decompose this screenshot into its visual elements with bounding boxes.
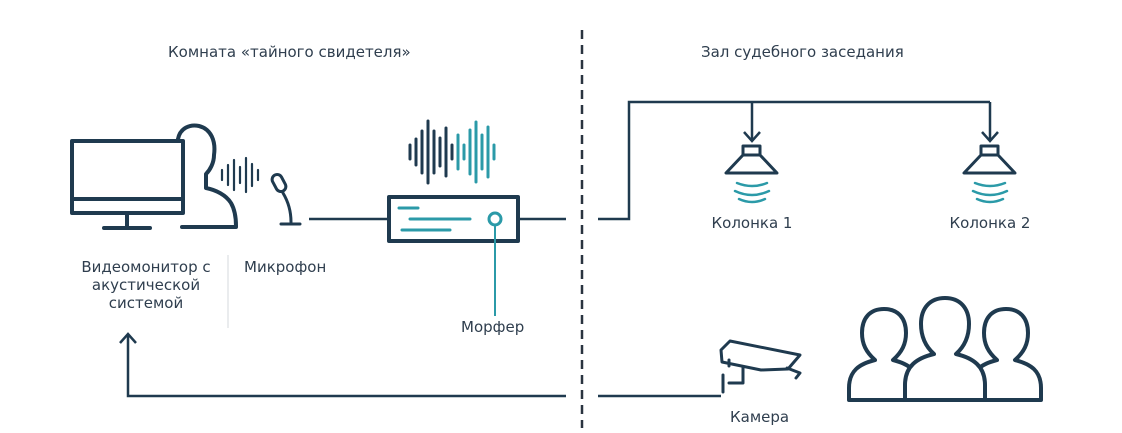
- person-silhouette-icon: [176, 123, 238, 229]
- security-camera-icon: [719, 339, 802, 394]
- microphone-label: Микрофон: [244, 258, 327, 276]
- speaker-1-icon: [724, 144, 779, 204]
- speaker-distribution-lines: [598, 100, 999, 221]
- speaker-2-label: Колонка 2: [949, 214, 1031, 232]
- waveform-icon: [408, 119, 496, 185]
- camera-label: Камера: [730, 408, 790, 426]
- speaker-1-label: Колонка 1: [711, 214, 793, 232]
- left-section-title: Комната «тайного свидетеля»: [168, 43, 411, 61]
- speaker-2-icon: [962, 144, 1017, 204]
- microphone-icon: [270, 172, 302, 226]
- camera-to-monitor-line: [119, 332, 721, 398]
- monitor-label: Видеомонитор с акустической системой: [81, 258, 211, 312]
- morpher-device-icon: [387, 195, 520, 243]
- right-section-title: Зал судебного заседания: [701, 43, 904, 61]
- people-group-icon: [847, 296, 1043, 402]
- monitor-icon: [70, 139, 185, 230]
- soundwave-small-icon: [220, 156, 260, 194]
- morpher-label: Морфер: [461, 318, 525, 336]
